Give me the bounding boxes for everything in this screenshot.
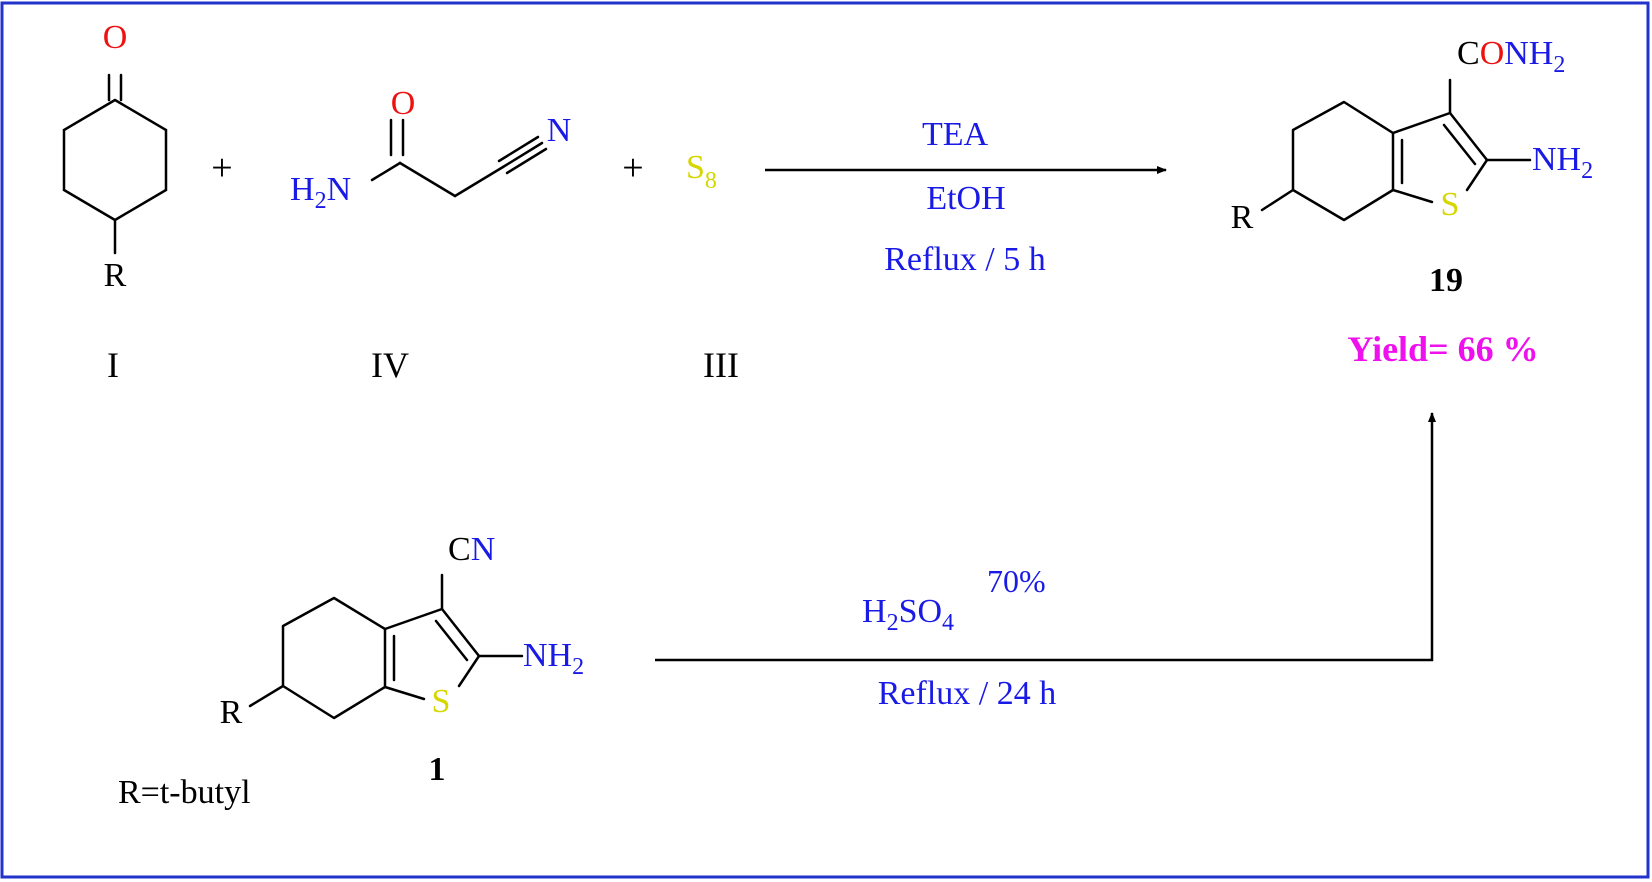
- product-19-r-group: R: [1231, 199, 1254, 236]
- compound-IV-nitrile-nitrogen: N: [547, 112, 572, 149]
- top-condition-solvent: EtOH: [926, 180, 1005, 217]
- plus-sign-1: +: [211, 147, 232, 189]
- compound-I-r-group: R: [104, 257, 127, 294]
- product-19-structure: [1260, 78, 1532, 222]
- compound-IV-label: IV: [371, 345, 409, 385]
- bottom-reaction-arrow: [655, 412, 1436, 662]
- r-group-definition: R=t-butyl: [118, 774, 251, 811]
- compound-III-label: III: [703, 345, 739, 385]
- product-19-amide: CONH2: [1457, 35, 1565, 78]
- compound-1-number: 1: [429, 751, 446, 788]
- compound-1-structure: [248, 573, 524, 720]
- plus-sign-2: +: [622, 147, 643, 189]
- product-19-sulfur: S: [1441, 186, 1460, 223]
- bottom-condition-time: Reflux / 24 h: [878, 675, 1056, 712]
- compound-I-oxygen: O: [103, 19, 128, 56]
- bottom-condition-acid: H2SO4: [862, 593, 954, 636]
- compound-I-structure: [62, 73, 168, 255]
- product-19-yield: Yield= 66 %: [1347, 329, 1538, 369]
- product-19-amine: NH2: [1532, 141, 1593, 184]
- compound-I-label: I: [107, 345, 119, 385]
- product-19-number: 19: [1429, 262, 1463, 299]
- compound-IV-amine: H2N: [290, 171, 351, 214]
- compound-1-amine: NH2: [523, 637, 584, 680]
- compound-IV-oxygen: O: [391, 85, 416, 122]
- bottom-condition-concentration: 70%: [987, 563, 1046, 599]
- top-condition-reagent: TEA: [922, 116, 989, 153]
- compound-1-sulfur: S: [432, 683, 451, 720]
- sulfur-s8: S8: [686, 149, 717, 194]
- compound-1-r-group: R: [220, 694, 243, 731]
- compound-IV-structure: [370, 118, 548, 198]
- compound-1-nitrile: CN: [448, 531, 495, 568]
- top-condition-time: Reflux / 5 h: [884, 241, 1045, 278]
